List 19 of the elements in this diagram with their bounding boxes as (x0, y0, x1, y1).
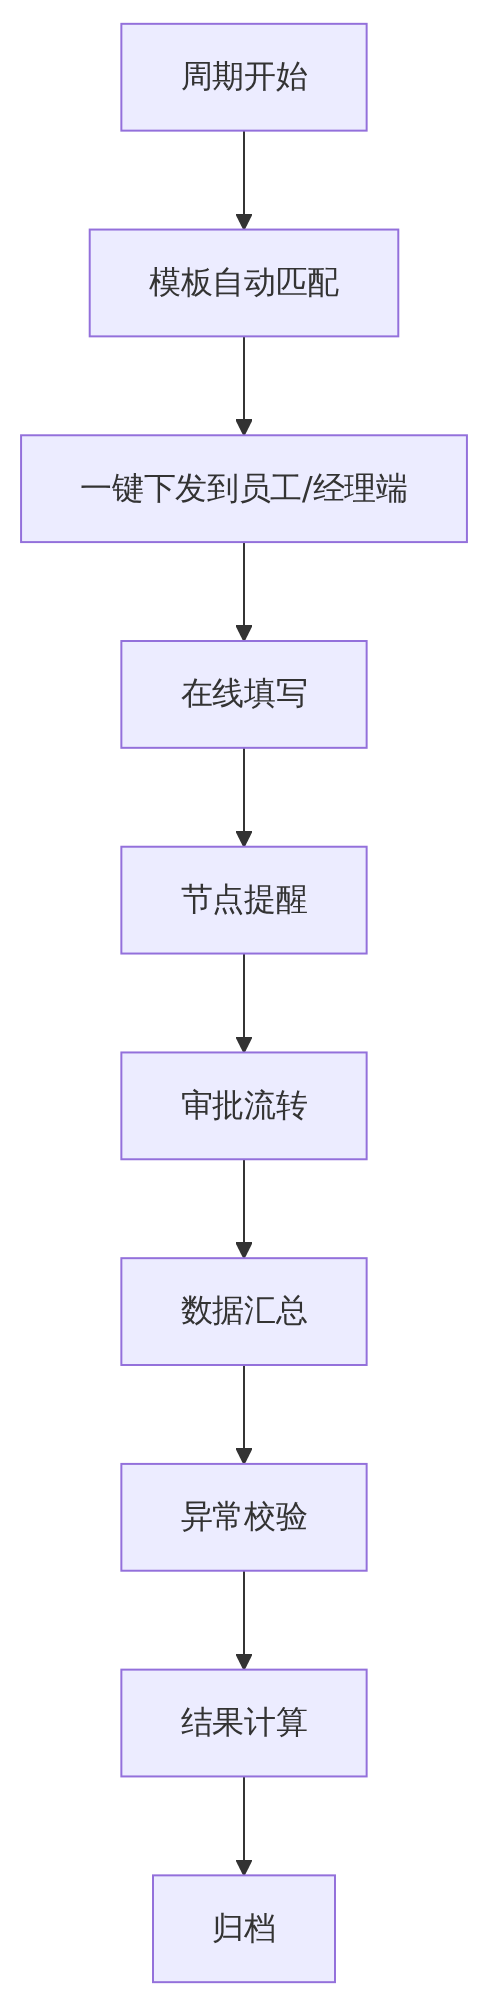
node-box: 一键下发到员工/经理端 (20, 434, 468, 544)
arrow (235, 541, 253, 642)
node-box: 在线填写 (120, 640, 368, 749)
node-box: 归档 (152, 1874, 336, 1984)
node-box: 模板自动匹配 (88, 228, 400, 338)
node-box: 节点提醒 (120, 845, 368, 955)
node-box: 周期开始 (120, 22, 368, 132)
arrow (235, 1364, 253, 1465)
node-box: 审批流转 (120, 1051, 368, 1161)
node-box: 结果计算 (120, 1668, 368, 1778)
arrow (235, 1158, 253, 1259)
node-box: 数据汇总 (120, 1257, 368, 1366)
node-box: 异常校验 (120, 1462, 368, 1572)
arrow (235, 335, 253, 437)
arrow (235, 129, 253, 231)
arrow (235, 1569, 253, 1671)
arrow (235, 746, 253, 848)
arrow (235, 1775, 253, 1877)
arrow (235, 952, 253, 1054)
